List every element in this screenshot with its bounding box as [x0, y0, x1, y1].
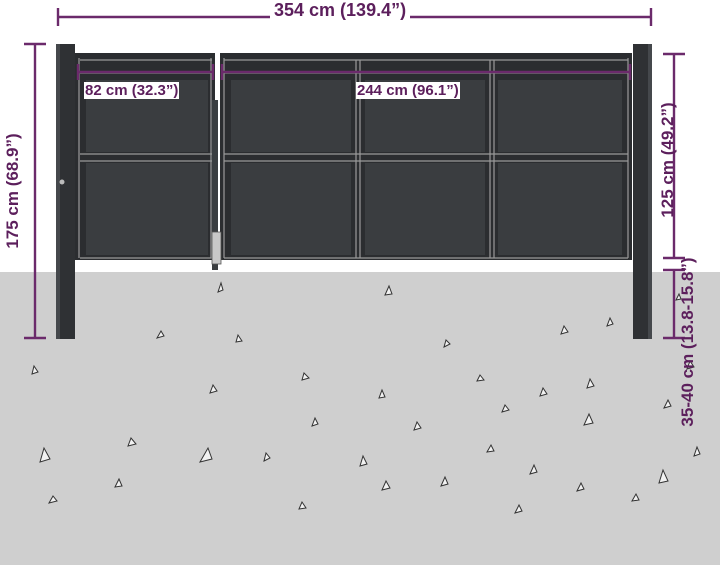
left-post: [56, 44, 75, 339]
label-total-width: 354 cm (139.4”): [270, 0, 411, 21]
latch-bar: [212, 100, 218, 270]
label-large-leaf-width: 244 cm (96.1”): [356, 82, 460, 99]
label-post-height: 175 cm (68.9”): [3, 133, 22, 249]
label-gate-height: 125 cm (49.2”): [658, 102, 677, 218]
right-post-highlight: [648, 44, 652, 339]
label-small-leaf-width: 82 cm (32.3”): [84, 82, 180, 99]
gate-leaf-small: [75, 53, 215, 260]
drop-bolt: [211, 231, 222, 265]
dimension-lines: [24, 8, 685, 340]
ground-area: [0, 272, 720, 565]
left-post-highlight: [56, 44, 60, 339]
left-post-hinge: [59, 179, 65, 185]
gravel-stones: [31, 281, 701, 514]
right-post: [633, 44, 652, 339]
label-ground-clearance: 35-40 cm (13.8-15.8”): [678, 257, 697, 427]
